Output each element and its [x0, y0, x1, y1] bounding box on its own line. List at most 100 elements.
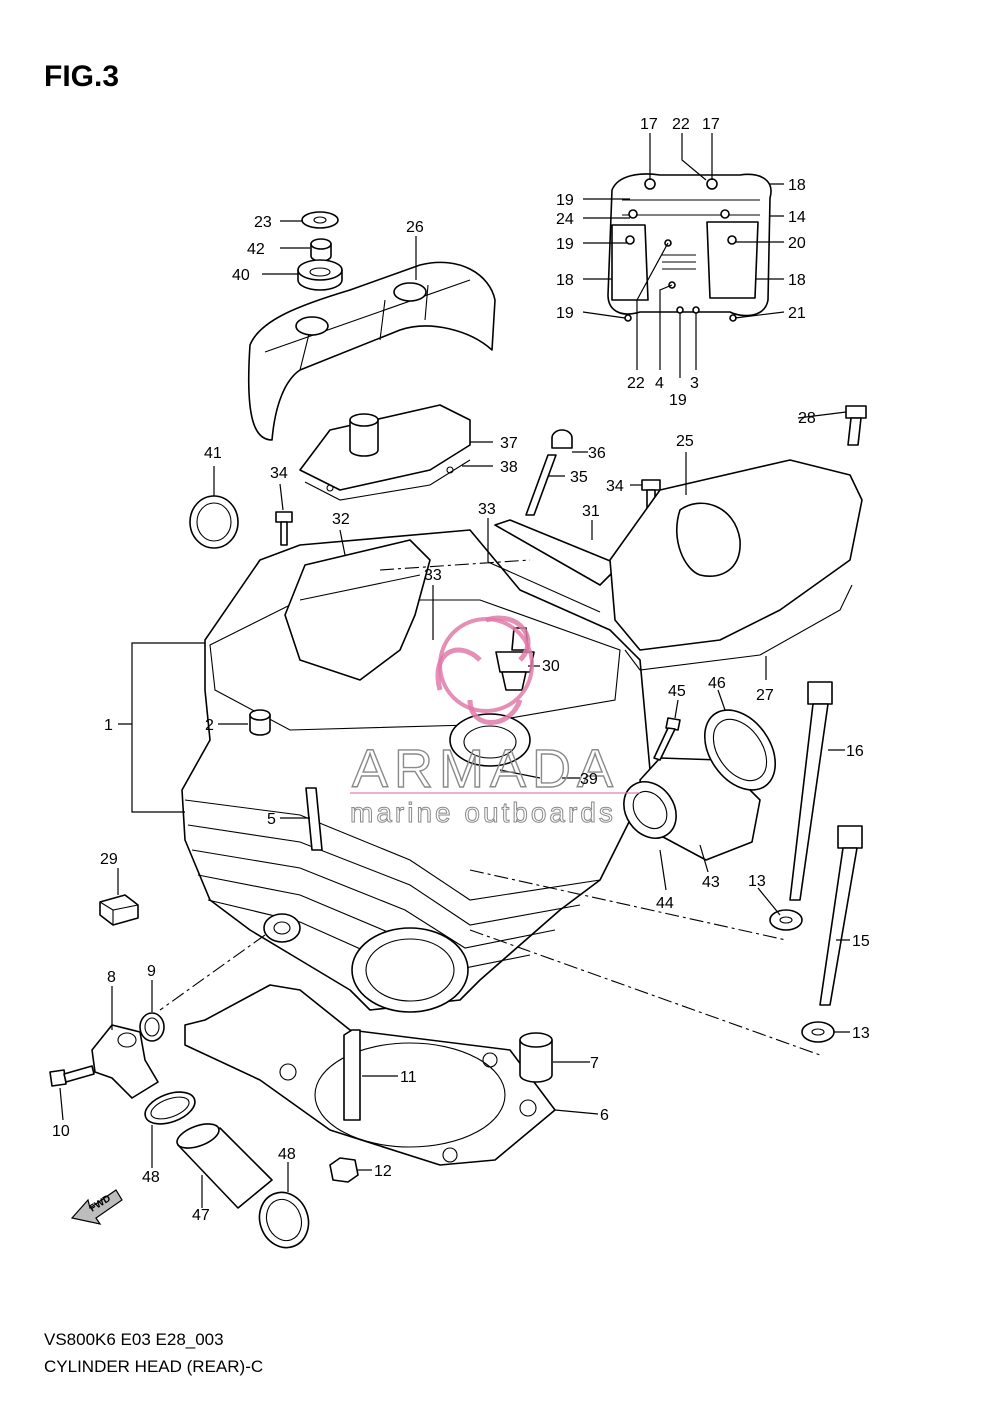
forward-direction-arrow: FWD: [70, 1189, 123, 1225]
callout-31: 31: [582, 503, 600, 520]
cylinder-head-part: [181, 529, 651, 1013]
callout-41: 41: [204, 445, 222, 462]
callout-5: 5: [267, 811, 276, 828]
seal-33-part: [487, 561, 601, 613]
water-fitting-part: [91, 1024, 159, 1099]
callout-11: 11: [400, 1069, 417, 1086]
block-29-part: [99, 894, 139, 926]
gasket-leader-lines: [582, 133, 785, 378]
callout-29: 29: [100, 851, 118, 868]
callout-16: 16: [846, 743, 864, 760]
callout-labels: 17 22 17 19 24 19 18 19 18 14 20 18 21 2…: [52, 116, 870, 1224]
callout-46: 46: [708, 675, 726, 692]
bolt-10-part: [49, 1065, 95, 1087]
bolt-28-part: [845, 405, 867, 446]
callout-22-top: 22: [672, 116, 690, 133]
callout-17-right: 17: [702, 116, 720, 133]
callout-bracket-1: [131, 642, 205, 813]
callout-45: 45: [668, 683, 686, 700]
grommet-42-part: [310, 238, 332, 262]
head-gasket-part: [184, 984, 556, 1166]
nut-12-part: [329, 1157, 359, 1183]
watermark-brand: ARMADA: [352, 739, 619, 799]
callout-43: 43: [702, 874, 720, 891]
callout-12: 12: [374, 1163, 392, 1180]
callout-24: 24: [556, 211, 574, 228]
callout-37: 37: [500, 435, 518, 452]
callout-39: 39: [580, 771, 598, 788]
callout-3: 3: [690, 375, 699, 392]
callout-48-right: 48: [278, 1146, 296, 1163]
callout-10: 10: [52, 1123, 70, 1140]
callout-8: 8: [107, 969, 116, 986]
clamp-48-left-part: [144, 1091, 196, 1125]
callout-35: 35: [570, 469, 588, 486]
callout-44: 44: [656, 895, 674, 912]
diagram-code: VS800K6 E03 E28_003: [44, 1330, 224, 1349]
callout-20: 20: [788, 235, 806, 252]
callout-leader-lines: [59, 220, 850, 1208]
callout-36: 36: [588, 445, 606, 462]
callout-15: 15: [852, 933, 870, 950]
breather-cover-part: [299, 404, 471, 501]
stud-35-part: [525, 454, 557, 516]
washer-23-part: [301, 211, 339, 229]
callout-28: 28: [798, 410, 816, 427]
bolt-34-left-part: [275, 511, 293, 546]
callout-34-left: 34: [270, 465, 288, 482]
callout-2: 2: [205, 717, 214, 734]
washer-13-lower-part: [801, 1021, 835, 1043]
callout-19-b: 19: [556, 236, 574, 253]
stud-11-part: [343, 1029, 361, 1121]
callout-27: 27: [756, 687, 774, 704]
cover-gasket-part: [607, 173, 772, 322]
callout-18-left: 18: [556, 272, 574, 289]
cap-nut-36-part: [551, 429, 573, 449]
callout-40: 40: [232, 267, 250, 284]
bolt-45-part: [653, 717, 681, 761]
callout-13-lower: 13: [852, 1025, 870, 1042]
dowel-7-part: [519, 1032, 553, 1083]
dowel-2-part: [249, 709, 271, 736]
clamp-48-right-part: [258, 1191, 310, 1249]
figure-title: FIG.3: [44, 60, 120, 93]
callout-38: 38: [500, 459, 518, 476]
callout-25: 25: [676, 433, 694, 450]
callout-18-right: 18: [788, 272, 806, 289]
callout-22-bottom: 22: [627, 375, 645, 392]
callout-48-left: 48: [142, 1169, 160, 1186]
callout-7: 7: [590, 1055, 599, 1072]
callout-23: 23: [254, 214, 272, 231]
callout-26: 26: [406, 219, 424, 236]
callout-18-top-right: 18: [788, 177, 806, 194]
callout-32: 32: [332, 511, 350, 528]
callout-19-d: 19: [669, 392, 687, 409]
callout-33-right: 33: [478, 501, 496, 518]
watermark-tagline: marine outboards: [350, 797, 616, 828]
callout-21: 21: [788, 305, 806, 322]
gasket-31-part: [494, 519, 621, 586]
hose-47-part: [176, 1123, 273, 1209]
diagram-name: CYLINDER HEAD (REAR)-C: [44, 1357, 264, 1376]
washer-13-upper-part: [769, 909, 803, 931]
grommet-40-part: [297, 259, 343, 291]
head-cover-part: [247, 261, 496, 441]
bolt-15-part: [819, 825, 863, 1006]
callout-34-right: 34: [606, 478, 624, 495]
callout-19-c: 19: [556, 305, 574, 322]
callout-14: 14: [788, 209, 806, 226]
callout-1: 1: [104, 717, 113, 734]
callout-13-upper: 13: [748, 873, 766, 890]
o-ring-41-part: [189, 495, 239, 549]
callout-42: 42: [247, 241, 265, 258]
o-ring-9-part: [139, 1012, 165, 1042]
callout-4: 4: [655, 375, 664, 392]
callout-47: 47: [192, 1207, 210, 1224]
bolt-16-part: [789, 681, 833, 901]
callout-6: 6: [600, 1107, 609, 1124]
watermark: ARMADA marine outboards: [350, 615, 640, 829]
callout-17-left: 17: [640, 116, 658, 133]
callout-30: 30: [542, 658, 560, 675]
head-cover-25-part: [609, 459, 863, 671]
